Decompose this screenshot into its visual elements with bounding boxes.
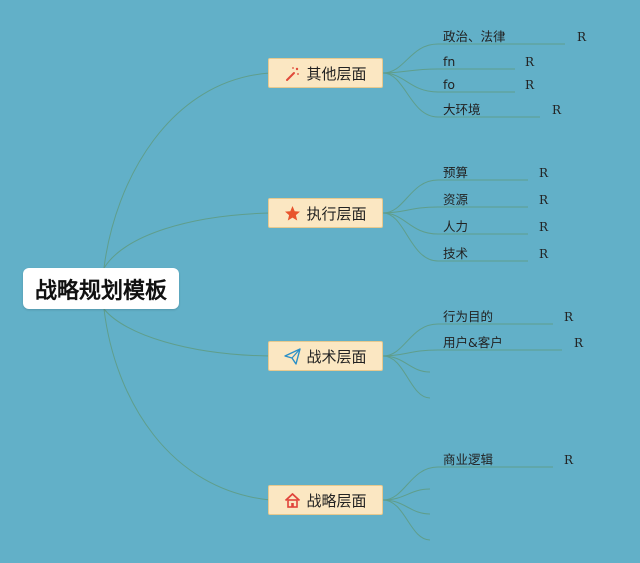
leaf-mark: R — [539, 247, 549, 261]
connector-root-branch-1 — [103, 72, 271, 269]
leaf-mark: R — [539, 220, 549, 234]
root-node[interactable]: 战略规划模板 — [23, 268, 179, 309]
leaf-mark: R — [577, 30, 587, 44]
leaf-node[interactable]: 预算 — [443, 165, 469, 180]
connector-b1-c3 — [382, 72, 515, 93]
leaf-mark: R — [525, 55, 535, 69]
connector-b3-c1 — [382, 323, 553, 357]
leaf-mark: R — [564, 310, 574, 324]
connector-b1-c1 — [382, 43, 565, 74]
connector-b4-c4 — [382, 499, 431, 541]
connector-root-branch-2 — [103, 212, 271, 269]
leaf-node[interactable]: 用户&客户 — [443, 335, 503, 350]
connector-b4-c2 — [382, 488, 431, 501]
branch-node-tactics[interactable]: 战术层面 — [268, 341, 383, 371]
connector-b1-c4 — [382, 72, 540, 118]
connector-b3-c4 — [382, 355, 431, 399]
connector-b2-c1 — [382, 179, 528, 214]
leaf-mark: R — [574, 336, 584, 350]
star-icon — [284, 205, 301, 222]
branch-node-strategy[interactable]: 战略层面 — [268, 485, 383, 515]
branch-label: 其他层面 — [306, 64, 367, 83]
branch-node-execution[interactable]: 执行层面 — [268, 198, 383, 228]
branch-label: 战术层面 — [306, 347, 367, 366]
leaf-mark: R — [539, 166, 549, 180]
connector-b3-c2 — [382, 349, 562, 357]
leaf-node[interactable]: 行为目的 — [443, 309, 494, 324]
leaf-node[interactable]: 资源 — [443, 192, 469, 207]
branch-label: 战略层面 — [306, 491, 367, 510]
connector-root-branch-4 — [103, 308, 271, 501]
leaf-node[interactable]: 商业逻辑 — [443, 452, 494, 467]
leaf-mark: R — [539, 193, 549, 207]
leaf-node[interactable]: 人力 — [443, 219, 469, 234]
home-icon — [284, 492, 301, 509]
connector-b2-c3 — [382, 212, 528, 235]
paper-plane-icon — [284, 347, 302, 365]
connector-b2-c2 — [382, 206, 528, 214]
leaf-mark: R — [552, 103, 562, 117]
connector-b4-c1 — [382, 466, 553, 501]
branch-label: 执行层面 — [306, 204, 367, 223]
leaf-mark: R — [525, 78, 535, 92]
leaf-node[interactable]: 大环境 — [443, 102, 481, 117]
leaf-node[interactable]: fn — [443, 54, 456, 69]
leaf-node[interactable]: 技术 — [443, 246, 469, 261]
leaf-mark: R — [564, 453, 574, 467]
branch-node-other[interactable]: 其他层面 — [268, 58, 383, 88]
connector-b1-c2 — [382, 68, 515, 74]
leaf-node[interactable]: fo — [443, 77, 456, 92]
magic-wand-icon — [284, 65, 301, 82]
connector-b4-c3 — [382, 499, 431, 515]
connector-root-branch-3 — [103, 308, 271, 357]
connector-b2-c4 — [382, 212, 528, 262]
connector-b3-c3 — [382, 355, 431, 373]
leaf-node[interactable]: 政治、法律 — [443, 29, 506, 44]
